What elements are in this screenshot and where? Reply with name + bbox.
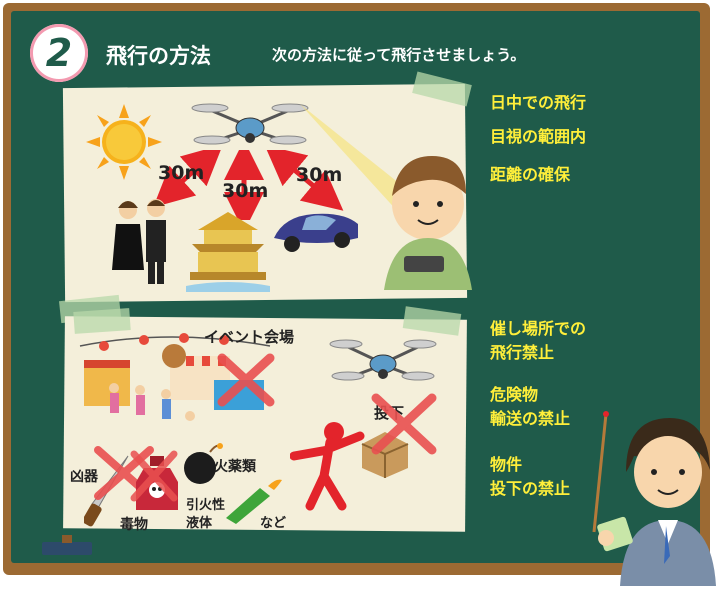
bomb-icon bbox=[184, 443, 223, 484]
rule-visual-line: 目視の範囲内 bbox=[490, 127, 587, 146]
bride-groom-icon bbox=[112, 199, 166, 284]
distance-arrows bbox=[153, 150, 344, 220]
rule-hazmat-line1: 危険物 bbox=[490, 385, 539, 404]
festival-icon bbox=[79, 333, 271, 421]
drone-icon bbox=[191, 103, 309, 145]
prohibited-x-icon bbox=[217, 353, 275, 407]
molotov-icon bbox=[226, 479, 282, 524]
section-title: 飛行の方法 bbox=[106, 44, 211, 68]
box-icon bbox=[361, 432, 409, 478]
rule-drop-line2: 投下の禁止 bbox=[490, 479, 571, 498]
explosive-label: 火薬類 bbox=[214, 459, 256, 475]
rule-distance: 距離の確保 bbox=[490, 165, 571, 184]
throwing-figure-icon bbox=[290, 422, 365, 511]
distance-label: 30m bbox=[222, 180, 269, 202]
prohibited-x-icon bbox=[371, 393, 437, 455]
rule-hazmat-line2: 輸送の禁止 bbox=[490, 409, 571, 428]
prohibited-x-icon bbox=[130, 450, 178, 502]
event-venue-label: イベント会場 bbox=[204, 328, 295, 346]
car-icon bbox=[274, 213, 358, 252]
person-icon bbox=[300, 104, 472, 290]
teacher-icon bbox=[592, 411, 716, 586]
sun-icon bbox=[86, 104, 162, 180]
rule-event-line2: 飛行禁止 bbox=[490, 343, 555, 362]
step-number: 2 bbox=[45, 31, 73, 75]
rule-event-line1: 催し場所での bbox=[490, 319, 587, 338]
step-badge bbox=[30, 24, 88, 82]
distance-label: 30m bbox=[296, 164, 343, 186]
rule-daytime: 日中での飛行 bbox=[490, 93, 587, 112]
temple-icon bbox=[186, 212, 270, 292]
flammable-label: 引火性 bbox=[186, 498, 226, 513]
chalk-eraser-handle bbox=[62, 535, 72, 543]
rule-drop-line1: 物件 bbox=[490, 455, 523, 474]
distance-label: 30m bbox=[158, 162, 205, 184]
weapon-label: 凶器 bbox=[70, 469, 98, 485]
chalk-eraser bbox=[42, 542, 92, 555]
drone-icon bbox=[329, 339, 437, 381]
flammable-label: 液体 bbox=[186, 516, 213, 531]
poison-label: 毒物 bbox=[120, 517, 148, 533]
section-description: 次の方法に従って飛行させましょう。 bbox=[272, 46, 526, 64]
etc-label: など bbox=[260, 516, 287, 531]
